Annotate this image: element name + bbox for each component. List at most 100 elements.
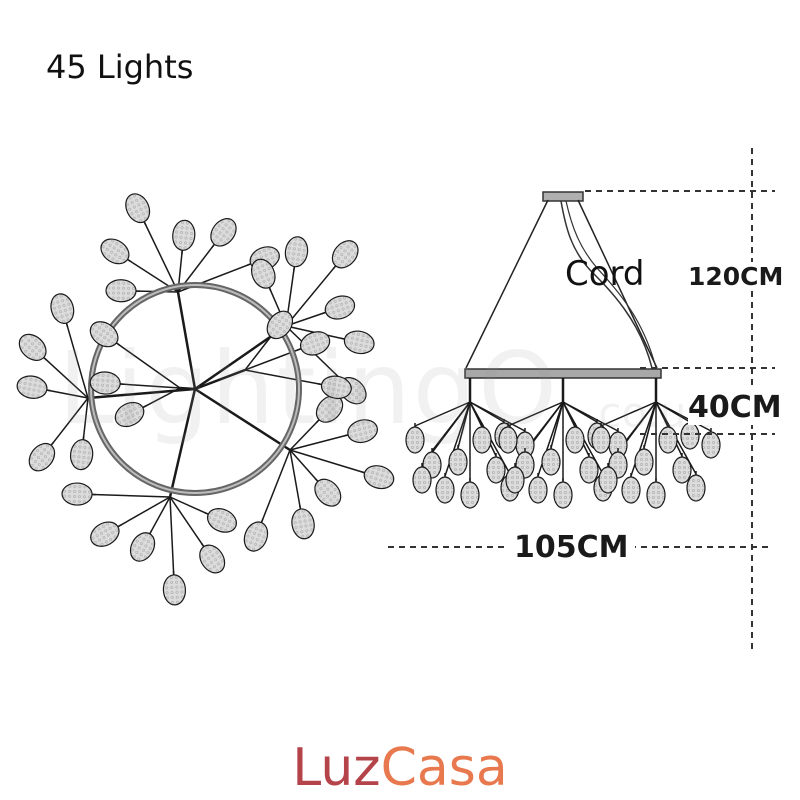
top-view-arm (168, 388, 197, 498)
top-view-twig (117, 383, 181, 389)
bulb-shade (363, 465, 395, 490)
bulb-shade (105, 279, 137, 303)
width-dimension-label: 105CM (508, 530, 635, 565)
top-view-twig (89, 493, 171, 498)
bulb-shade (412, 466, 432, 494)
light-bulb (114, 401, 147, 428)
light-bulb (129, 529, 156, 562)
brand-logo-part2: Casa (380, 738, 508, 798)
light-bulb (591, 423, 611, 454)
brand-logo: LuzCasa (0, 742, 800, 794)
light-bulb (243, 518, 269, 552)
top-view-twig (113, 340, 181, 389)
bulb-shade (598, 466, 618, 494)
top-view-twig (244, 369, 325, 386)
bulb-shade (343, 330, 375, 355)
top-view-arm (194, 387, 291, 452)
top-view-twig (244, 333, 274, 371)
light-count-title: 45 Lights (46, 48, 194, 86)
bulb-cap (204, 511, 209, 515)
side-view-twig (457, 401, 471, 449)
light-bulb (199, 542, 226, 574)
light-bulb (505, 463, 525, 494)
light-bulb (344, 419, 378, 444)
bulb-cap (332, 265, 337, 270)
light-bulb (291, 505, 315, 540)
light-bulb (125, 193, 151, 226)
bulb-shade (553, 481, 573, 509)
ceiling-canopy (542, 191, 584, 202)
light-bulb (250, 258, 276, 292)
light-bulb (486, 453, 506, 484)
light-bulb (314, 477, 342, 507)
light-bulb (331, 240, 359, 270)
bulb-cap (267, 336, 272, 341)
bulb-cap (297, 347, 302, 351)
bulb-cap (143, 221, 147, 226)
bulb-cap (293, 266, 296, 271)
bulb-shade (460, 481, 480, 509)
power-cord (560, 200, 653, 369)
bulb-cap (65, 322, 69, 328)
brand-logo-part1: Luz (292, 738, 381, 798)
top-view-arm (194, 368, 246, 391)
top-view-twig (285, 310, 329, 327)
bulb-shade (672, 456, 692, 484)
bulb-shade (199, 544, 226, 574)
bulb-shade (28, 442, 56, 472)
light-bulb (701, 428, 721, 459)
bulb-cap (360, 470, 365, 474)
top-view-twig (41, 354, 89, 399)
top-view-twig (82, 397, 89, 443)
light-bulb (284, 236, 309, 271)
bulb-shade (90, 521, 120, 547)
top-view-twig (289, 449, 321, 485)
top-view-arm (87, 387, 196, 400)
side-view (405, 191, 721, 509)
bulb-shade (448, 448, 468, 476)
bulb-cap (46, 389, 51, 392)
bulb-shade (172, 219, 196, 251)
side-view-twig (469, 401, 505, 423)
bulb-cap (340, 337, 345, 340)
top-view-twig (289, 449, 302, 513)
top-view-twig (169, 496, 207, 550)
bulb-cap (260, 518, 264, 523)
bulb-cap (315, 419, 320, 424)
light-bulb (565, 423, 585, 454)
light-bulb (266, 310, 294, 341)
bulb-cap (200, 542, 205, 548)
light-bulb (498, 423, 518, 454)
bulb-shade (89, 371, 121, 395)
top-view-twig (285, 263, 339, 327)
bulb-shade (320, 375, 352, 400)
drop-dimension-label: 40CM (688, 390, 782, 425)
top-view-twig (64, 319, 89, 399)
bulb-cap (127, 258, 132, 263)
bulb-shade (100, 238, 130, 265)
bulb-cap (299, 505, 302, 510)
light-bulb (448, 445, 468, 476)
bulb-shade (435, 476, 455, 504)
bulb-shade (646, 481, 666, 509)
bulb-shade (125, 193, 151, 224)
light-bulb (460, 478, 480, 509)
side-view-twig (562, 401, 598, 423)
bulb-shade (50, 293, 75, 324)
bulb-shade (634, 448, 654, 476)
light-bulb (317, 375, 352, 400)
light-bulb (16, 375, 51, 399)
light-bulb (621, 473, 641, 504)
bulb-shade (541, 448, 561, 476)
light-bulb (528, 473, 548, 504)
side-view-twig (414, 401, 471, 427)
bulb-shade (331, 240, 359, 269)
light-bulb (646, 478, 666, 509)
light-bulb (405, 423, 425, 454)
top-view-arm (176, 291, 197, 390)
light-bulb (672, 453, 692, 484)
light-bulb (360, 465, 395, 490)
light-bulb (105, 279, 141, 303)
side-view-twig (643, 401, 657, 449)
